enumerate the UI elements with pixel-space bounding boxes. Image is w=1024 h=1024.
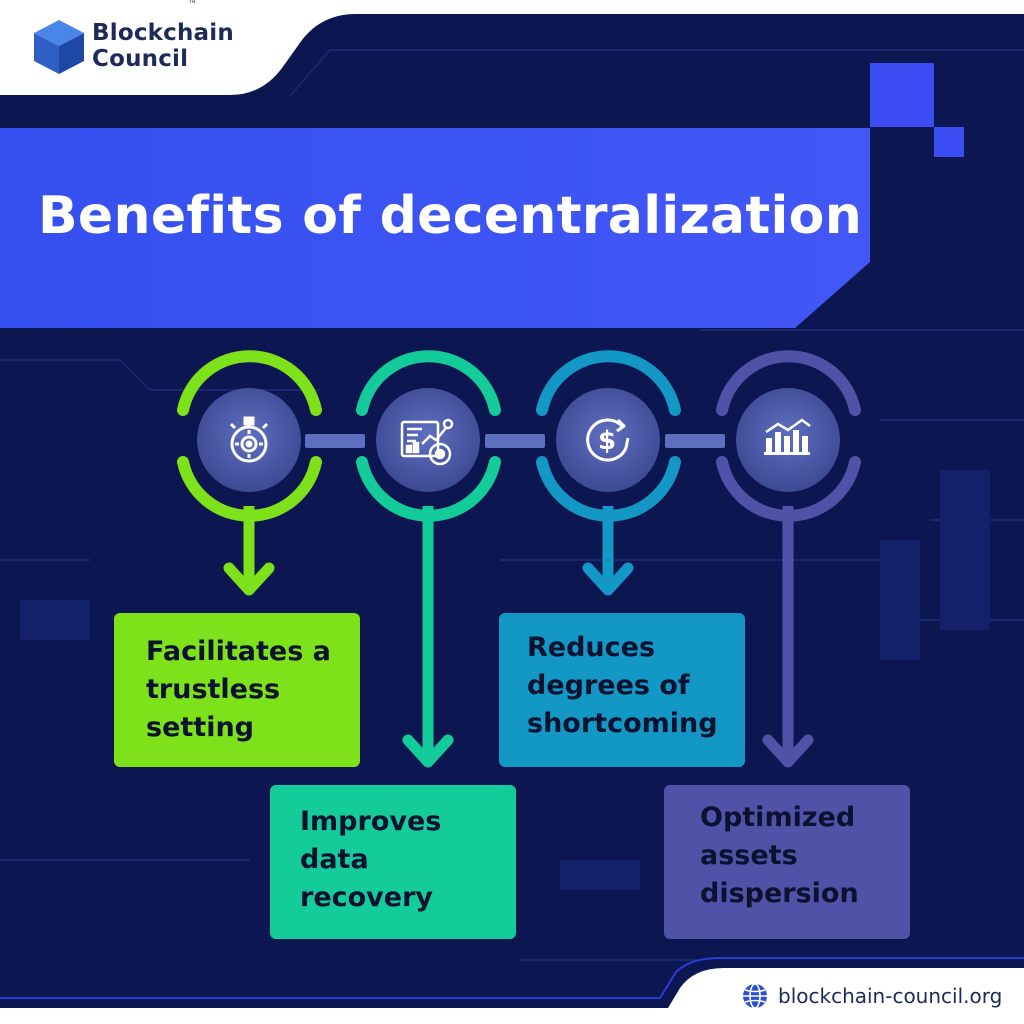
website-link[interactable]: blockchain-council.org	[740, 981, 1002, 1011]
brand-name: Blockchain Council	[92, 20, 234, 72]
benefit-box-3: Reduces degrees of shortcoming	[499, 613, 745, 767]
benefit-3-line-1: Reduces	[527, 632, 656, 663]
title-band	[0, 128, 870, 328]
benefit-4-line-2: assets	[700, 840, 798, 871]
globe-icon	[743, 983, 767, 1009]
node-3	[536, 350, 681, 596]
benefit-2-line-3: recovery	[300, 882, 434, 913]
stopwatch-gear-icon	[229, 416, 269, 463]
benefit-2-line-2: data	[300, 844, 369, 875]
node-1	[177, 350, 322, 596]
accent-square-small	[934, 127, 964, 157]
analytics-dashboard-icon	[400, 418, 454, 466]
dollar-cycle-icon: $	[586, 418, 630, 462]
circuit-blocks	[20, 470, 990, 890]
brand-line-1: Blockchain	[92, 20, 234, 46]
bottom-accent-line	[0, 957, 1024, 999]
cube-logo-icon	[34, 20, 84, 74]
benefit-box-4: Optimized assets dispersion	[664, 785, 910, 939]
brand-line-2: Council	[92, 46, 189, 72]
bar-chart-trend-icon	[764, 418, 811, 455]
page-title: Benefits of decentralization	[38, 186, 863, 246]
benefit-3-line-3: shortcoming	[527, 708, 718, 739]
benefit-box-1: Facilitates a trustless setting	[114, 613, 360, 767]
benefit-box-2: Improves data recovery	[270, 785, 516, 939]
benefit-1-line-2: trustless	[146, 674, 281, 705]
trademark-mark: ™	[188, 0, 197, 10]
benefit-4-line-1: Optimized	[700, 802, 856, 833]
website-url: blockchain-council.org	[778, 984, 1003, 1008]
node-2	[356, 350, 501, 768]
benefit-2-line-1: Improves	[300, 806, 442, 837]
benefit-4-line-3: dispersion	[700, 878, 859, 909]
benefit-3-line-2: degrees of	[527, 670, 690, 701]
benefit-1-line-1: Facilitates a	[146, 636, 331, 667]
brand-logo[interactable]: Blockchain Council	[32, 16, 234, 76]
connector-bars	[305, 434, 725, 448]
benefit-1-line-3: setting	[146, 712, 254, 743]
svg-text:$: $	[598, 426, 616, 456]
accent-square-large	[870, 63, 934, 127]
